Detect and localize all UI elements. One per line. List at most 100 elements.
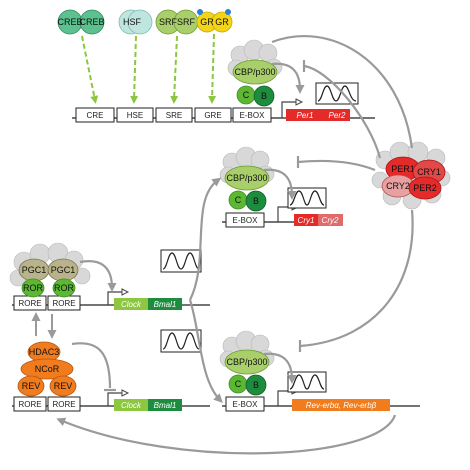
top-bmal-label: B xyxy=(261,91,267,101)
rev-right-label: REV xyxy=(54,381,73,391)
mid-bmal-circle xyxy=(245,190,267,212)
ebox-top-label: E-BOX xyxy=(240,111,266,120)
clock-gene-box-2 xyxy=(114,399,148,411)
ebox-bottom-box xyxy=(225,396,265,412)
bottom-cbp-ellipse xyxy=(224,349,270,375)
cre-box xyxy=(75,107,115,123)
rev-left xyxy=(17,375,45,397)
ncor-ellipse xyxy=(20,358,74,380)
top-bmal-circle xyxy=(253,85,275,107)
rore-label-2: RORE xyxy=(52,299,75,308)
clock-to-bottom-ebox xyxy=(188,299,223,403)
hsf-dimer: HSF xyxy=(118,9,153,35)
per1-gene-box xyxy=(286,109,324,121)
rev-tss-arrowhead xyxy=(121,389,130,397)
rev-right xyxy=(49,375,77,397)
ebox-mid-label: E-BOX xyxy=(233,216,259,225)
bmal1-gene-label-1: Bmal1 xyxy=(154,300,177,309)
osc-box-bottom xyxy=(160,329,202,353)
rev-dna: RORE RORE Clock Bmal1 xyxy=(12,389,210,412)
ror-activation-curl xyxy=(79,260,117,292)
hsf-label: HSF xyxy=(123,17,142,27)
rore-box-4 xyxy=(47,396,81,412)
creb-label-2: CREB xyxy=(79,17,104,27)
ebox-bottom-label: E-BOX xyxy=(233,400,259,409)
per2-protein xyxy=(408,176,442,200)
mid-activation-curl xyxy=(263,168,297,200)
mid-clock-label: C xyxy=(235,195,242,205)
top-dna: CRE HSE SRE GRE E-BOX Per1 Per2 xyxy=(72,82,375,123)
cry2-protein-label: CRY2 xyxy=(386,181,410,191)
pathway-arrows xyxy=(56,34,414,455)
bottom-bmal-label: B xyxy=(253,380,259,390)
gr-dimer: GR GR xyxy=(196,9,233,33)
top-cbp-ellipse xyxy=(232,59,278,85)
ror-right-label: ROR xyxy=(54,283,75,293)
clock-bmal-oscillation-top xyxy=(160,249,202,273)
complex-inhibits-bottom xyxy=(299,209,414,348)
creb-right xyxy=(79,9,105,35)
cry1-gene-label: Cry1 xyxy=(298,216,315,225)
rore-label-4: RORE xyxy=(52,400,75,409)
gr-label-2: GR xyxy=(215,17,229,27)
rore-label-1: RORE xyxy=(18,299,41,308)
srf-dimer: SRF SRF xyxy=(155,9,199,35)
rev-repression-curl xyxy=(71,342,112,389)
ror-right xyxy=(52,278,76,298)
mid-cbp-ellipse xyxy=(224,165,270,191)
hsf-arrow xyxy=(130,35,139,104)
per-tss-arrow xyxy=(281,101,296,118)
bottom-dna: E-BOX Rev-erbα, Rev-erbβ xyxy=(222,371,420,412)
bmal1-gene-box-2 xyxy=(148,399,182,411)
bottom-activation-curl xyxy=(263,352,297,384)
osc-wave-bottom xyxy=(162,332,200,350)
creb-dimer: CREB CREB xyxy=(57,9,105,35)
bmal1-gene-label-2: Bmal1 xyxy=(154,401,177,410)
hdac3-label: HDAC3 xyxy=(29,347,60,357)
clock-to-mid-ebox xyxy=(189,177,222,301)
rore-label-3: RORE xyxy=(18,400,41,409)
clock-bmal-oscillation-bottom xyxy=(160,329,202,353)
gre-box xyxy=(194,107,232,123)
gr-right xyxy=(211,11,233,33)
ror-tss-arrow xyxy=(107,291,122,305)
cry2-gene-box xyxy=(318,214,343,226)
gr-label-1: GR xyxy=(200,17,214,27)
reverb-tss-arrow xyxy=(277,390,292,406)
ror-complex: PGC1 PGC1 ROR ROR xyxy=(9,242,91,298)
cre-label: CRE xyxy=(87,111,104,120)
top-activation-curl xyxy=(271,62,305,94)
hse-box xyxy=(116,107,154,123)
top-clock-label: C xyxy=(243,90,250,100)
cry2-gene-label: Cry2 xyxy=(322,216,339,225)
top-cbp-label: CBP/p300 xyxy=(234,67,275,77)
creb-label-1: CREB xyxy=(57,17,82,27)
gr-ligand-left xyxy=(197,9,203,15)
bottom-cbp-complex: CBP/p300 C B xyxy=(219,330,275,396)
per-cry-complex: PER1 CRY1 CRY2 PER2 xyxy=(371,141,451,210)
ebox-top-box xyxy=(232,107,272,123)
per2-gene-label: Per2 xyxy=(329,111,346,120)
per2-gene-box xyxy=(324,109,350,121)
bottom-clock-label: C xyxy=(235,379,242,389)
clock-gene-box-1 xyxy=(114,298,148,310)
per-to-complex xyxy=(271,34,414,149)
rore-box-3 xyxy=(13,396,47,412)
cry1-protein-label: CRY1 xyxy=(417,167,441,177)
bottom-bmal-circle xyxy=(245,374,267,396)
signal-arrows xyxy=(81,33,217,104)
rev-tss-arrow xyxy=(107,392,122,406)
per-oscillation-wave xyxy=(317,85,357,102)
ror-rev-exchange xyxy=(31,312,57,339)
bottom-cbp-label: CBP/p300 xyxy=(226,357,267,367)
reverb-gene-label: Rev-erbα, Rev-erbβ xyxy=(306,401,377,410)
ncor-label: NCoR xyxy=(35,364,60,374)
pgc1-left-label: PGC1 xyxy=(22,265,47,275)
sre-box xyxy=(155,107,193,123)
srf-label-2: SRF xyxy=(177,17,196,27)
ror-left-label: ROR xyxy=(23,283,44,293)
rev-left-label: REV xyxy=(22,381,41,391)
ror-tss-arrowhead xyxy=(121,288,130,296)
